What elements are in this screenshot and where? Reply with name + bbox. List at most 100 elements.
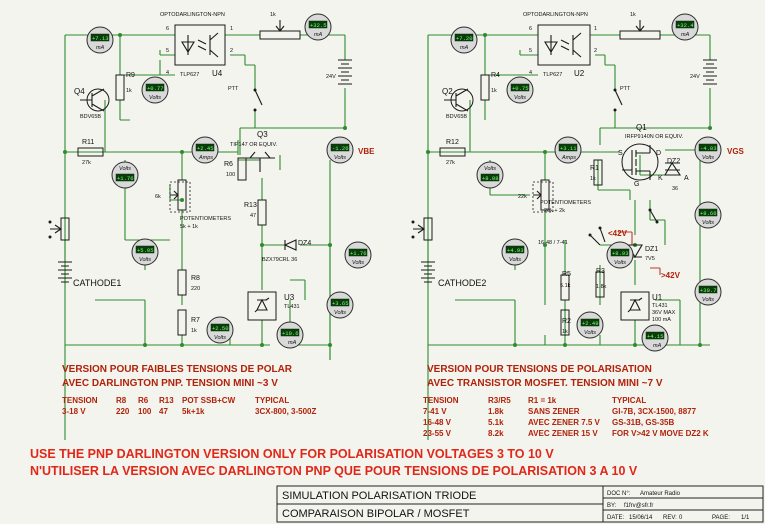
svg-text:1k: 1k xyxy=(590,176,596,182)
svg-text:100 mA: 100 mA xyxy=(652,317,671,323)
svg-text:+3.11: +3.11 xyxy=(560,145,577,152)
svg-text:f1frv@sfr.fr: f1frv@sfr.fr xyxy=(624,503,653,509)
svg-text:R3: R3 xyxy=(596,268,605,275)
svg-text:U2: U2 xyxy=(574,69,585,78)
meter-right-9: +4.15 mA xyxy=(641,324,669,352)
svg-text:4: 4 xyxy=(166,70,169,76)
meter-left-9: +10.6 mA xyxy=(276,321,304,349)
ptt-switch-left: PTT xyxy=(228,86,263,112)
svg-text:Volts: Volts xyxy=(352,260,364,266)
svg-text:8.2k: 8.2k xyxy=(488,429,504,438)
svg-text:TENSION: TENSION xyxy=(423,396,459,405)
meter-left-2: +32.5 mA xyxy=(304,13,332,41)
svg-text:R1: R1 xyxy=(590,165,599,172)
svg-text:6: 6 xyxy=(166,26,169,32)
svg-text:TL431: TL431 xyxy=(284,304,300,310)
svg-text:5k+1k: 5k+1k xyxy=(182,407,205,416)
title-line-1: SIMULATION POLARISATION TRIODE xyxy=(282,490,476,502)
svg-text:3CX-800, 3-500Z: 3CX-800, 3-500Z xyxy=(255,407,316,416)
svg-text:-4.03: -4.03 xyxy=(700,145,717,152)
meter-right-1: +7.20 mA xyxy=(450,26,478,54)
svg-text:POT SSB+CW: POT SSB+CW xyxy=(182,396,236,405)
svg-text:5.1k: 5.1k xyxy=(560,283,571,289)
svg-text:Volts: Volts xyxy=(702,155,714,161)
svg-text:TL431: TL431 xyxy=(652,303,668,309)
svg-text:16-48 V: 16-48 V xyxy=(423,418,452,427)
meter-right-6: +8.08 Volts xyxy=(476,161,504,189)
battery-right: 24V xyxy=(690,59,717,85)
svg-text:+8.66: +8.66 xyxy=(700,210,717,217)
regulator-u1: U1 TL431 36V MAX 100 mA xyxy=(620,291,676,323)
svg-text:OPTODARLINGTON-NPN: OPTODARLINGTON-NPN xyxy=(523,12,588,18)
svg-text:AVEC ZENER 7.5 V: AVEC ZENER 7.5 V xyxy=(528,418,601,427)
svg-text:7-41 V: 7-41 V xyxy=(423,407,447,416)
svg-text:+3.65: +3.65 xyxy=(332,300,349,307)
svg-text:R4: R4 xyxy=(491,72,500,79)
svg-text:1k: 1k xyxy=(630,12,636,18)
resistor-r12: R12 27k xyxy=(439,139,466,166)
svg-text:5: 5 xyxy=(529,48,532,54)
svg-text:Volts: Volts xyxy=(214,335,226,341)
battery-left: 24V xyxy=(326,59,352,85)
svg-text:+32.5: +32.5 xyxy=(310,22,327,29)
meter-right-4: +3.11 Amps xyxy=(554,136,582,164)
svg-text:BDV65B: BDV65B xyxy=(80,114,101,120)
svg-text:GS-31B, GS-35B: GS-31B, GS-35B xyxy=(612,418,674,427)
svg-text:7V5: 7V5 xyxy=(645,256,655,262)
svg-text:Volts: Volts xyxy=(119,166,131,172)
svg-text:+2.49: +2.49 xyxy=(582,320,599,327)
svg-text:1k: 1k xyxy=(491,88,497,94)
svg-text:R9: R9 xyxy=(126,72,135,79)
trimmer-right-side xyxy=(411,217,433,241)
svg-text:1/1: 1/1 xyxy=(741,515,750,521)
svg-text:Volts: Volts xyxy=(334,310,346,316)
left-caption-2: AVEC DARLINGTON PNP. TENSION MINI ~3 V xyxy=(62,378,278,389)
vgs-label: VGS xyxy=(727,147,745,156)
svg-text:U1: U1 xyxy=(652,293,663,302)
svg-text:POTENTIOMETERS: POTENTIOMETERS xyxy=(540,200,591,206)
svg-text:Volts: Volts xyxy=(139,257,151,263)
cathode-supply-right: CATHODE2 xyxy=(421,261,486,288)
cathode1-label: CATHODE1 xyxy=(73,278,121,288)
svg-text:mA: mA xyxy=(460,45,469,51)
svg-text:-1.26: -1.26 xyxy=(332,145,349,152)
cathode2-label: CATHODE2 xyxy=(438,278,486,288)
svg-text:16-48 / 7-41: 16-48 / 7-41 xyxy=(538,240,568,246)
svg-text:R8: R8 xyxy=(116,396,127,405)
svg-text:R7: R7 xyxy=(191,317,200,324)
svg-text:REV:: REV: xyxy=(663,515,677,521)
svg-text:FOR V>42 V MOVE DZ2 K: FOR V>42 V MOVE DZ2 K xyxy=(612,429,709,438)
svg-text:22k: 22k xyxy=(518,194,527,200)
opto-title: OPTODARLINGTON-NPN xyxy=(160,12,225,18)
title-block: SIMULATION POLARISATION TRIODE COMPARAIS… xyxy=(276,485,764,523)
resistor-r5: R5 5.1k xyxy=(560,271,571,301)
svg-text:+2.45: +2.45 xyxy=(197,145,214,152)
svg-text:220: 220 xyxy=(191,286,200,292)
resistor-r11: R11 27k xyxy=(77,139,104,166)
svg-text:R11: R11 xyxy=(82,139,94,146)
svg-text:DZ2: DZ2 xyxy=(667,158,680,165)
svg-text:BDV65B: BDV65B xyxy=(446,114,467,120)
jumper-dz2-switch xyxy=(648,208,659,224)
potentiometer-left: 6k POTENTIOMETERS 5k + 1k xyxy=(155,179,231,230)
right-caption-1: VERSION POUR TENSIONS DE POLARISATION xyxy=(427,364,652,375)
svg-text:PAGE:: PAGE: xyxy=(712,515,730,521)
svg-text:4: 4 xyxy=(529,70,532,76)
trimmer-right-top: 1k xyxy=(619,12,661,40)
svg-text:20k + 2k: 20k + 2k xyxy=(544,208,565,214)
svg-text:S: S xyxy=(618,150,623,157)
svg-text:R8: R8 xyxy=(191,275,200,282)
svg-text:+0.77: +0.77 xyxy=(147,85,164,92)
meter-left-11: +3.65 Volts xyxy=(326,291,354,319)
svg-text:+1.76: +1.76 xyxy=(350,250,367,257)
right-table: TENSION R3/R5 R1 = 1k TYPICAL 7-41 V 1.8… xyxy=(423,396,709,438)
svg-text:+4.15: +4.15 xyxy=(647,333,664,340)
svg-text:Volts: Volts xyxy=(514,95,526,101)
warning-english: USE THE PNP DARLINGTON VERSION ONLY FOR … xyxy=(30,447,554,461)
right-caption-2: AVEC TRANSISTOR MOSFET. TENSION MINI ~7 … xyxy=(427,378,663,389)
mosfet-q1: Q1 IRFP9140N OR EQUIV. S D G xyxy=(618,123,684,188)
meter-right-12: +30.7 Volts xyxy=(694,278,722,306)
svg-text:1k: 1k xyxy=(270,12,276,18)
resistor-r6: R6 100 xyxy=(224,157,247,181)
